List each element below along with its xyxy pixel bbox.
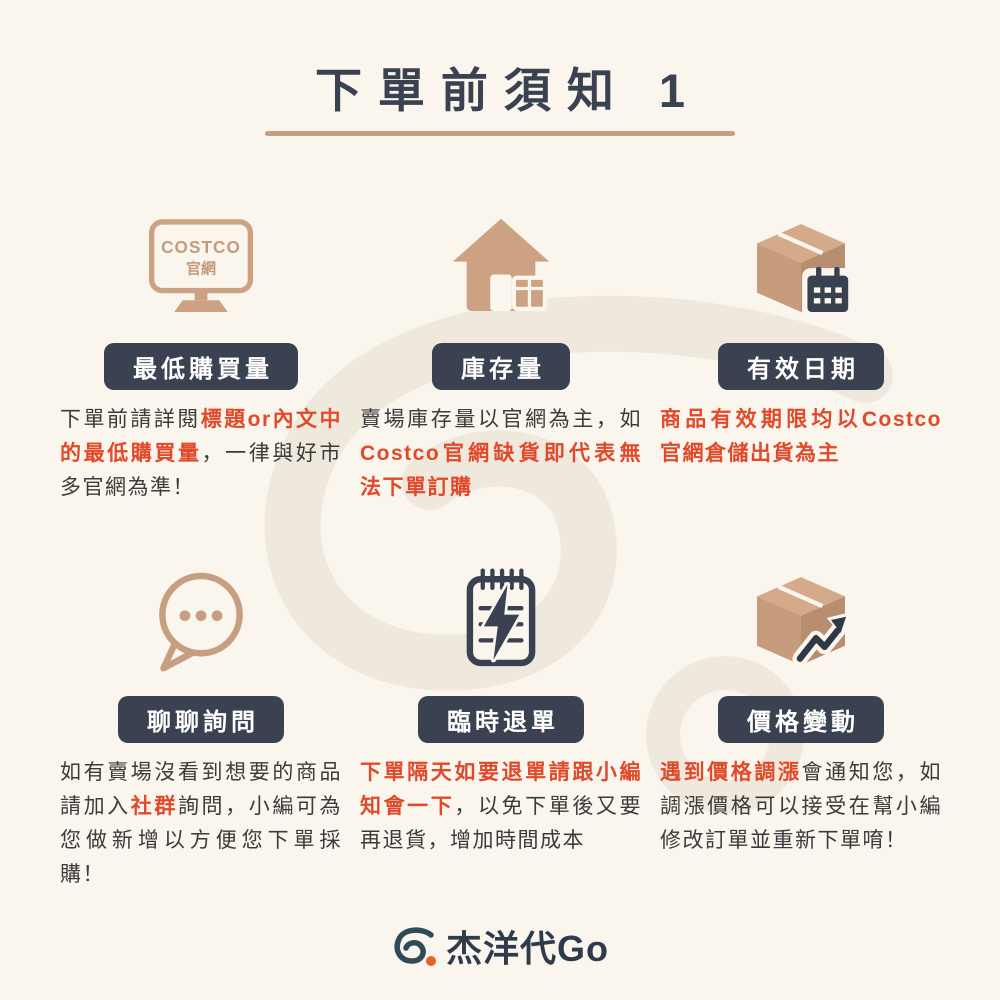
section-expiry: 有效日期 商品有效期限均以Costco官網倉儲出貨為主	[660, 203, 942, 471]
brand-logo-g-icon	[394, 927, 436, 966]
text-min-purchase: 下單前請詳閱標題or內文中的最低購買量，一律與好市多官網為準！	[60, 408, 343, 500]
badge-chat: 聊聊詢問	[118, 696, 284, 743]
badge-min-purchase: 最低購買量	[104, 343, 298, 390]
section-min-purchase: COSTCO 官網 最低購買量 下單前請詳閱標題or內文中的最低購買量，一律與好…	[60, 203, 342, 505]
page-title: 下單前須知 1	[314, 64, 702, 117]
box-calendar-icon	[742, 203, 860, 331]
section-price: 價格變動 遇到價格調漲會通知您，如調漲價格可以接受在幫小編修改訂單並重新下單唷！	[660, 556, 942, 858]
text-chat: 如有賣場沒看到想要的商品請加入社群詢問，小編可為您做新增以方便您下單採購！	[60, 761, 343, 887]
costco-website-monitor-icon: COSTCO 官網	[142, 203, 260, 331]
title-underline	[265, 131, 735, 136]
badge-stock: 庫存量	[432, 343, 570, 390]
monitor-screen-text-1: COSTCO	[161, 237, 241, 257]
clipboard-lightning-icon	[442, 556, 560, 684]
badge-cancel: 臨時退單	[418, 696, 584, 743]
section-stock: 庫存量 賣場庫存量以官網為主，如Costco官網缺貨即代表無法下單訂購	[360, 203, 642, 505]
chat-bubble-icon	[142, 556, 260, 684]
text-expiry: 商品有效期限均以Costco官網倉儲出貨為主	[660, 408, 942, 466]
section-cancel: 臨時退單 下單隔天如要退單請跟小編知會一下，以免下單後又要再退貨，增加時間成本	[360, 556, 642, 858]
badge-price: 價格變動	[718, 696, 884, 743]
house-stock-icon	[442, 203, 560, 331]
badge-expiry: 有效日期	[718, 343, 884, 390]
footer-brand: 杰洋代Go	[0, 920, 1000, 972]
text-price: 遇到價格調漲會通知您，如調漲價格可以接受在幫小編修改訂單並重新下單唷！	[660, 761, 943, 853]
text-cancel: 下單隔天如要退單請跟小編知會一下，以免下單後又要再退貨，增加時間成本	[360, 761, 643, 853]
monitor-screen-text-2: 官網	[186, 259, 216, 277]
text-stock: 賣場庫存量以官網為主，如Costco官網缺貨即代表無法下單訂購	[360, 408, 642, 500]
brand-name: 杰洋代Go	[446, 928, 609, 969]
box-price-trend-icon	[742, 556, 860, 684]
section-chat: 聊聊詢問 如有賣場沒看到想要的商品請加入社群詢問，小編可為您做新增以方便您下單採…	[60, 556, 342, 892]
